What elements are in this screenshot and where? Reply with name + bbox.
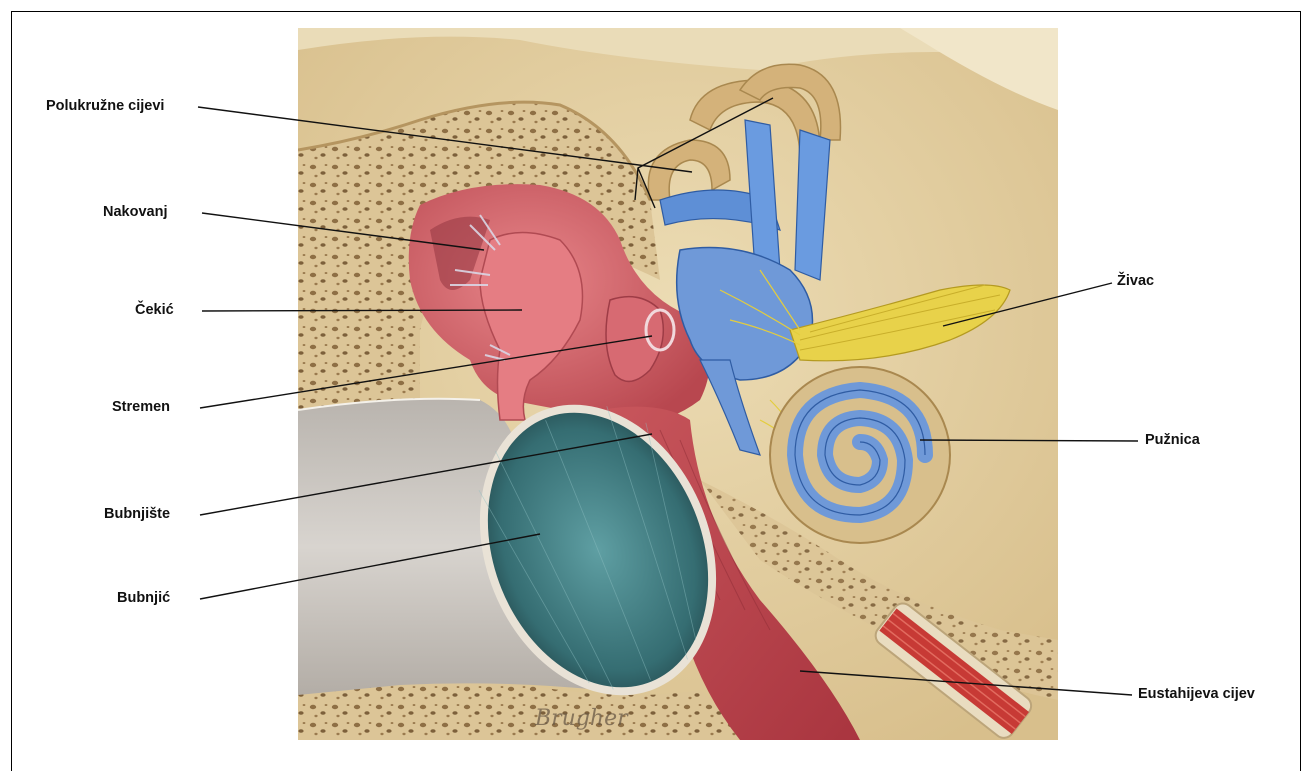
label-tympanic-cavity: Bubnjište: [104, 506, 170, 522]
label-stapes: Stremen: [112, 399, 170, 415]
artist-signature: Brugher: [534, 706, 629, 731]
label-eardrum: Bubnjić: [117, 590, 170, 606]
label-malleus: Čekić: [135, 302, 174, 318]
label-eustachian-tube: Eustahijeva cijev: [1138, 686, 1255, 702]
label-semicircular-canals: Polukružne cijevi: [46, 98, 164, 114]
label-incus: Nakovanj: [103, 204, 167, 220]
label-cochlea: Pužnica: [1145, 432, 1200, 448]
label-nerve: Živac: [1117, 273, 1154, 289]
cochlea: [770, 367, 950, 543]
